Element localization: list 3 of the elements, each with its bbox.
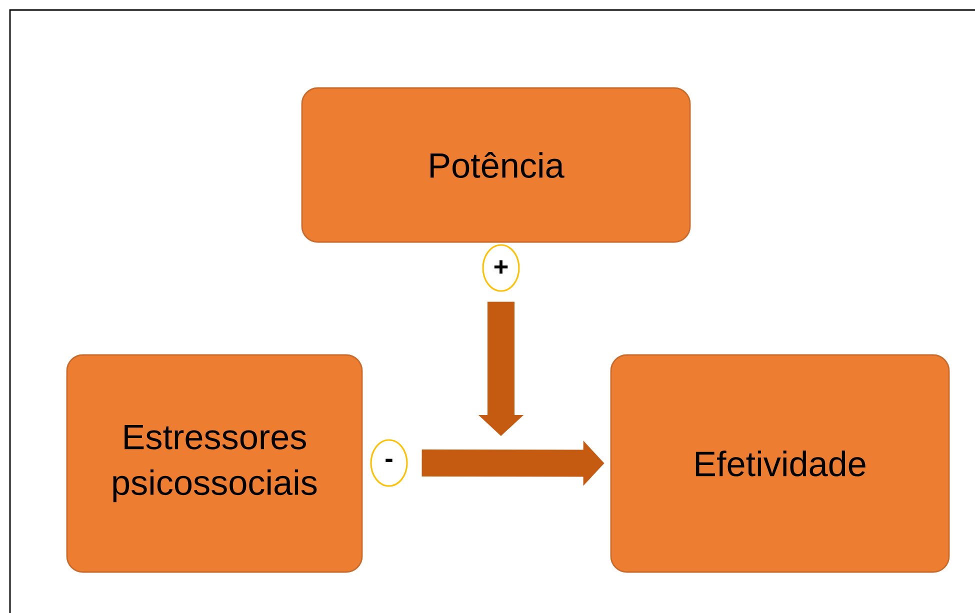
rounded-box: Estressores psicossociais bbox=[66, 354, 363, 573]
rounded-box: Potência bbox=[301, 87, 691, 243]
rounded-box: Efetividade bbox=[610, 354, 950, 573]
